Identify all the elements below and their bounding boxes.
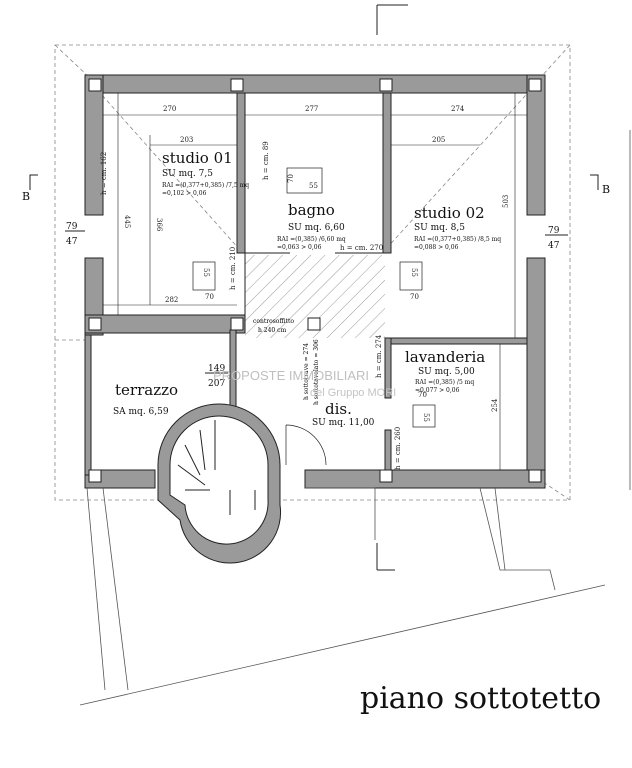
dim-sottotavolato: h sottotavolato = 306 [313, 339, 320, 405]
plan-title: piano sottotetto [360, 681, 601, 716]
svg-text:RAI =(0,385) /6,60 mq: RAI =(0,385) /6,60 mq [277, 236, 346, 243]
room-studio-02: studio 02 SU mq. 8,5 RAI =(0,377+0,385) … [414, 204, 501, 251]
terrace-door-labels: 149 207 [205, 364, 228, 389]
dim-h-162: h = cm. 162 [100, 152, 108, 195]
door-dis [285, 424, 327, 466]
svg-text:SA mq. 6,59: SA mq. 6,59 [113, 407, 169, 417]
svg-text:lavanderia: lavanderia [405, 348, 485, 366]
walls [84, 74, 546, 489]
svg-text:70: 70 [205, 293, 214, 301]
left-window-labels: 79 47 [65, 222, 85, 247]
dim-left-height: 445 [123, 215, 131, 228]
dimension-lines [103, 93, 527, 470]
svg-text:studio 02: studio 02 [414, 204, 485, 222]
dim-studio01-inner: 203 [180, 136, 193, 144]
svg-text:79: 79 [66, 222, 78, 232]
dim-h-260: h = cm. 260 [394, 427, 402, 470]
svg-text:70: 70 [287, 174, 295, 183]
svg-text:207: 207 [208, 379, 225, 389]
svg-text:47: 47 [548, 241, 560, 251]
door-openings [244, 252, 383, 330]
dim-sottotrave: h sottotrave = 274 [303, 343, 310, 400]
svg-text:dis.: dis. [325, 400, 352, 418]
window-symbols [192, 167, 436, 428]
dim-lav-height: 254 [491, 398, 499, 412]
section-label-right: B [602, 183, 610, 196]
room-lavanderia: lavanderia SU mq. 5,00 RAI =(0,385) /5 m… [405, 348, 485, 394]
right-window-labels: 79 47 [545, 226, 568, 251]
svg-text:70: 70 [418, 391, 427, 399]
svg-text:70: 70 [410, 293, 419, 301]
watermark-line-1: PROPOSTE IMMOBILIARI [213, 368, 369, 383]
dim-h-210: h = cm. 210 [229, 247, 237, 290]
svg-text:studio 01: studio 01 [162, 149, 233, 167]
watermark-line-2: del Gruppo MORI [310, 387, 396, 399]
dim-bagno-left: h = cm. 89 [262, 141, 270, 180]
svg-text:terrazzo: terrazzo [115, 381, 178, 399]
section-marker-top [376, 4, 408, 571]
dim-studio01-bottom: 282 [165, 296, 178, 304]
svg-text:RAI =(0,385) /5 mq: RAI =(0,385) /5 mq [415, 379, 474, 386]
svg-text:47: 47 [66, 237, 78, 247]
svg-text:=0,077 > 0,06: =0,077 > 0,06 [415, 387, 460, 394]
dim-right-height: 503 [502, 195, 510, 208]
room-bagno: bagno SU mq. 6,60 RAI =(0,385) /6,60 mq … [277, 201, 346, 251]
dim-top-mid: 277 [305, 105, 318, 113]
svg-text:RAI =(0,377+0,385) /7,5 mq: RAI =(0,377+0,385) /7,5 mq [162, 182, 249, 189]
dim-studio01-height: 366 [155, 218, 163, 232]
svg-text:149: 149 [208, 364, 225, 374]
ground-outline [79, 130, 631, 706]
dim-h-274: h = cm. 274 [375, 334, 383, 378]
roof-outline [54, 44, 571, 501]
svg-text:=0,102 > 0,06: =0,102 > 0,06 [162, 190, 207, 197]
room-terrazzo: terrazzo SA mq. 6,59 [113, 381, 178, 417]
svg-text:=0,088 > 0,06: =0,088 > 0,06 [414, 244, 459, 251]
dim-top-right: 274 [451, 105, 465, 113]
svg-text:SU mq. 7,5: SU mq. 7,5 [162, 169, 213, 179]
controsoffitto-label: controsoffitto [253, 318, 294, 325]
svg-text:SU mq. 6,60: SU mq. 6,60 [288, 223, 345, 233]
svg-text:55: 55 [309, 182, 318, 190]
svg-text:55: 55 [422, 413, 430, 422]
svg-text:SU mq. 5,00: SU mq. 5,00 [418, 367, 475, 377]
section-label-left: B [22, 190, 30, 203]
svg-text:SU mq. 11,00: SU mq. 11,00 [312, 418, 375, 428]
svg-text:55: 55 [410, 268, 418, 277]
dim-bagno-h: h = cm. 270 [340, 244, 383, 252]
dim-top-left: 270 [163, 105, 176, 113]
svg-text:79: 79 [548, 226, 560, 236]
svg-text:SU mq. 8,5: SU mq. 8,5 [414, 223, 465, 233]
svg-text:=0,063 > 0,06: =0,063 > 0,06 [277, 244, 322, 251]
controsoffitto-height: h 240 cm [258, 327, 286, 334]
svg-text:RAI =(0,377+0,385) /8,5 mq: RAI =(0,377+0,385) /8,5 mq [414, 236, 501, 243]
room-studio-01: studio 01 SU mq. 7,5 RAI =(0,377+0,385) … [162, 149, 249, 197]
room-dis: dis. SU mq. 11,00 [312, 400, 375, 428]
svg-text:bagno: bagno [288, 201, 335, 219]
dim-studio02-inner: 205 [432, 136, 445, 144]
svg-text:55: 55 [202, 268, 210, 277]
staircase [157, 403, 282, 564]
section-marker-b [29, 174, 599, 190]
